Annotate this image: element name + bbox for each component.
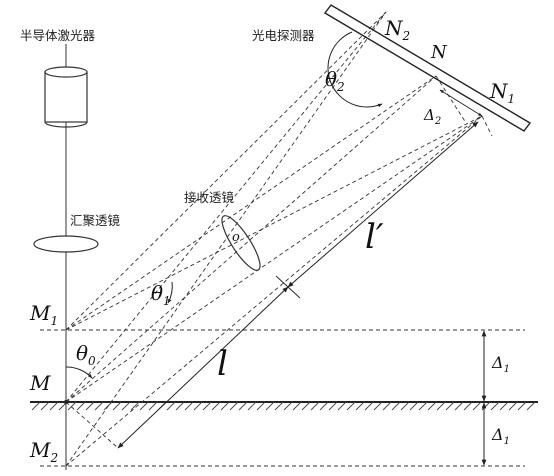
delta2-dimension [439, 89, 483, 117]
ground-hatch-line [445, 401, 455, 411]
n2-label: N2 [384, 16, 410, 43]
ground-hatch-line [499, 401, 509, 411]
ground-hatch-line [418, 401, 428, 411]
laser-label: 半导体激光器 [20, 28, 96, 43]
ground-hatch-line [274, 401, 284, 411]
detector-label: 光电探测器 [252, 28, 315, 43]
ground-hatch-line [346, 401, 356, 411]
ground-hatch-line [427, 401, 437, 411]
ground-hatch-line [463, 401, 473, 411]
focus-lens-label: 汇聚透镜 [70, 213, 121, 228]
ground-hatch-line [40, 401, 50, 411]
ground-hatch-line [166, 401, 176, 411]
ground-hatch-line [49, 401, 59, 411]
ground-hatch-line [256, 401, 266, 411]
theta1-label: θ1 [151, 281, 171, 308]
m2-label: M2 [29, 438, 58, 465]
ground-hatch-line [373, 401, 383, 411]
ground-hatch-line [220, 401, 230, 411]
ground-hatch-line [337, 401, 347, 411]
ground-hatch-line [508, 401, 518, 411]
n-label: N [430, 42, 448, 63]
ground-hatch-line [94, 401, 104, 411]
n1-label: N1 [489, 79, 515, 106]
m-label: M [29, 371, 51, 395]
ground-hatch-line [229, 401, 239, 411]
lens-center-label: o [232, 230, 240, 245]
delta2-label: Δ2 [423, 106, 441, 127]
ground-hatch-line [121, 401, 131, 411]
ground-hatch-line [85, 401, 95, 411]
ground-hatch-line [211, 401, 221, 411]
ground-hatch-line [481, 401, 491, 411]
laser-cylinder [44, 66, 88, 128]
theta1-arc [167, 281, 173, 304]
ground-hatch-line [301, 401, 311, 411]
delta1-lower-label: Δ1 [491, 425, 510, 447]
theta2-label: θ2 [325, 67, 345, 94]
theta0-arc [65, 366, 93, 379]
ground-hatch-line [355, 401, 365, 411]
ground-hatch-line [67, 401, 77, 411]
ground-hatch-line [238, 401, 248, 411]
ground-hatch-line [202, 401, 212, 411]
theta2-arc [327, 31, 383, 108]
ground-hatch-line [310, 401, 320, 411]
ground-hatch-line [292, 401, 302, 411]
ground-hatch-line [175, 401, 185, 411]
point-m [64, 400, 68, 404]
ray-lines [65, 11, 493, 467]
ground-hatch-line [31, 401, 41, 411]
ground-hatch-line [247, 401, 257, 411]
ground-hatch-line [526, 401, 536, 411]
l-prime-dimension [287, 121, 479, 288]
l-prime-label: l′ [365, 217, 384, 257]
ground-hatch-line [148, 401, 158, 411]
theta0-label: θ0 [76, 341, 96, 368]
receive-lens-label: 接收透镜 [184, 190, 235, 205]
l-label: l [217, 344, 228, 384]
ground-hatch-line [76, 401, 86, 411]
ground-hatch-line [490, 401, 500, 411]
delta1-upper-label: Δ1 [491, 353, 510, 375]
ground-hatch-line [400, 401, 410, 411]
ground-hatch-line [112, 401, 122, 411]
l-dimension [117, 286, 289, 449]
ground-hatch-line [517, 401, 527, 411]
ground-hatch-line [364, 401, 374, 411]
ground-hatch-line [382, 401, 392, 411]
focus-lens [33, 235, 99, 253]
ground-hatch-line [184, 401, 194, 411]
ground-hatch-line [436, 401, 446, 411]
ground-hatch-line [283, 401, 293, 411]
ground-hatch-line [328, 401, 338, 411]
ground-hatch-line [472, 401, 482, 411]
ground-hatch-line [409, 401, 419, 411]
ground-surface [30, 401, 538, 411]
ground-hatch-line [193, 401, 203, 411]
ground-hatch-line [139, 401, 149, 411]
ground-hatch-line [391, 401, 401, 411]
ground-hatch-line [319, 401, 329, 411]
m1-label: M1 [29, 301, 58, 328]
ground-hatch-line [454, 401, 464, 411]
ground-hatch-line [265, 401, 275, 411]
